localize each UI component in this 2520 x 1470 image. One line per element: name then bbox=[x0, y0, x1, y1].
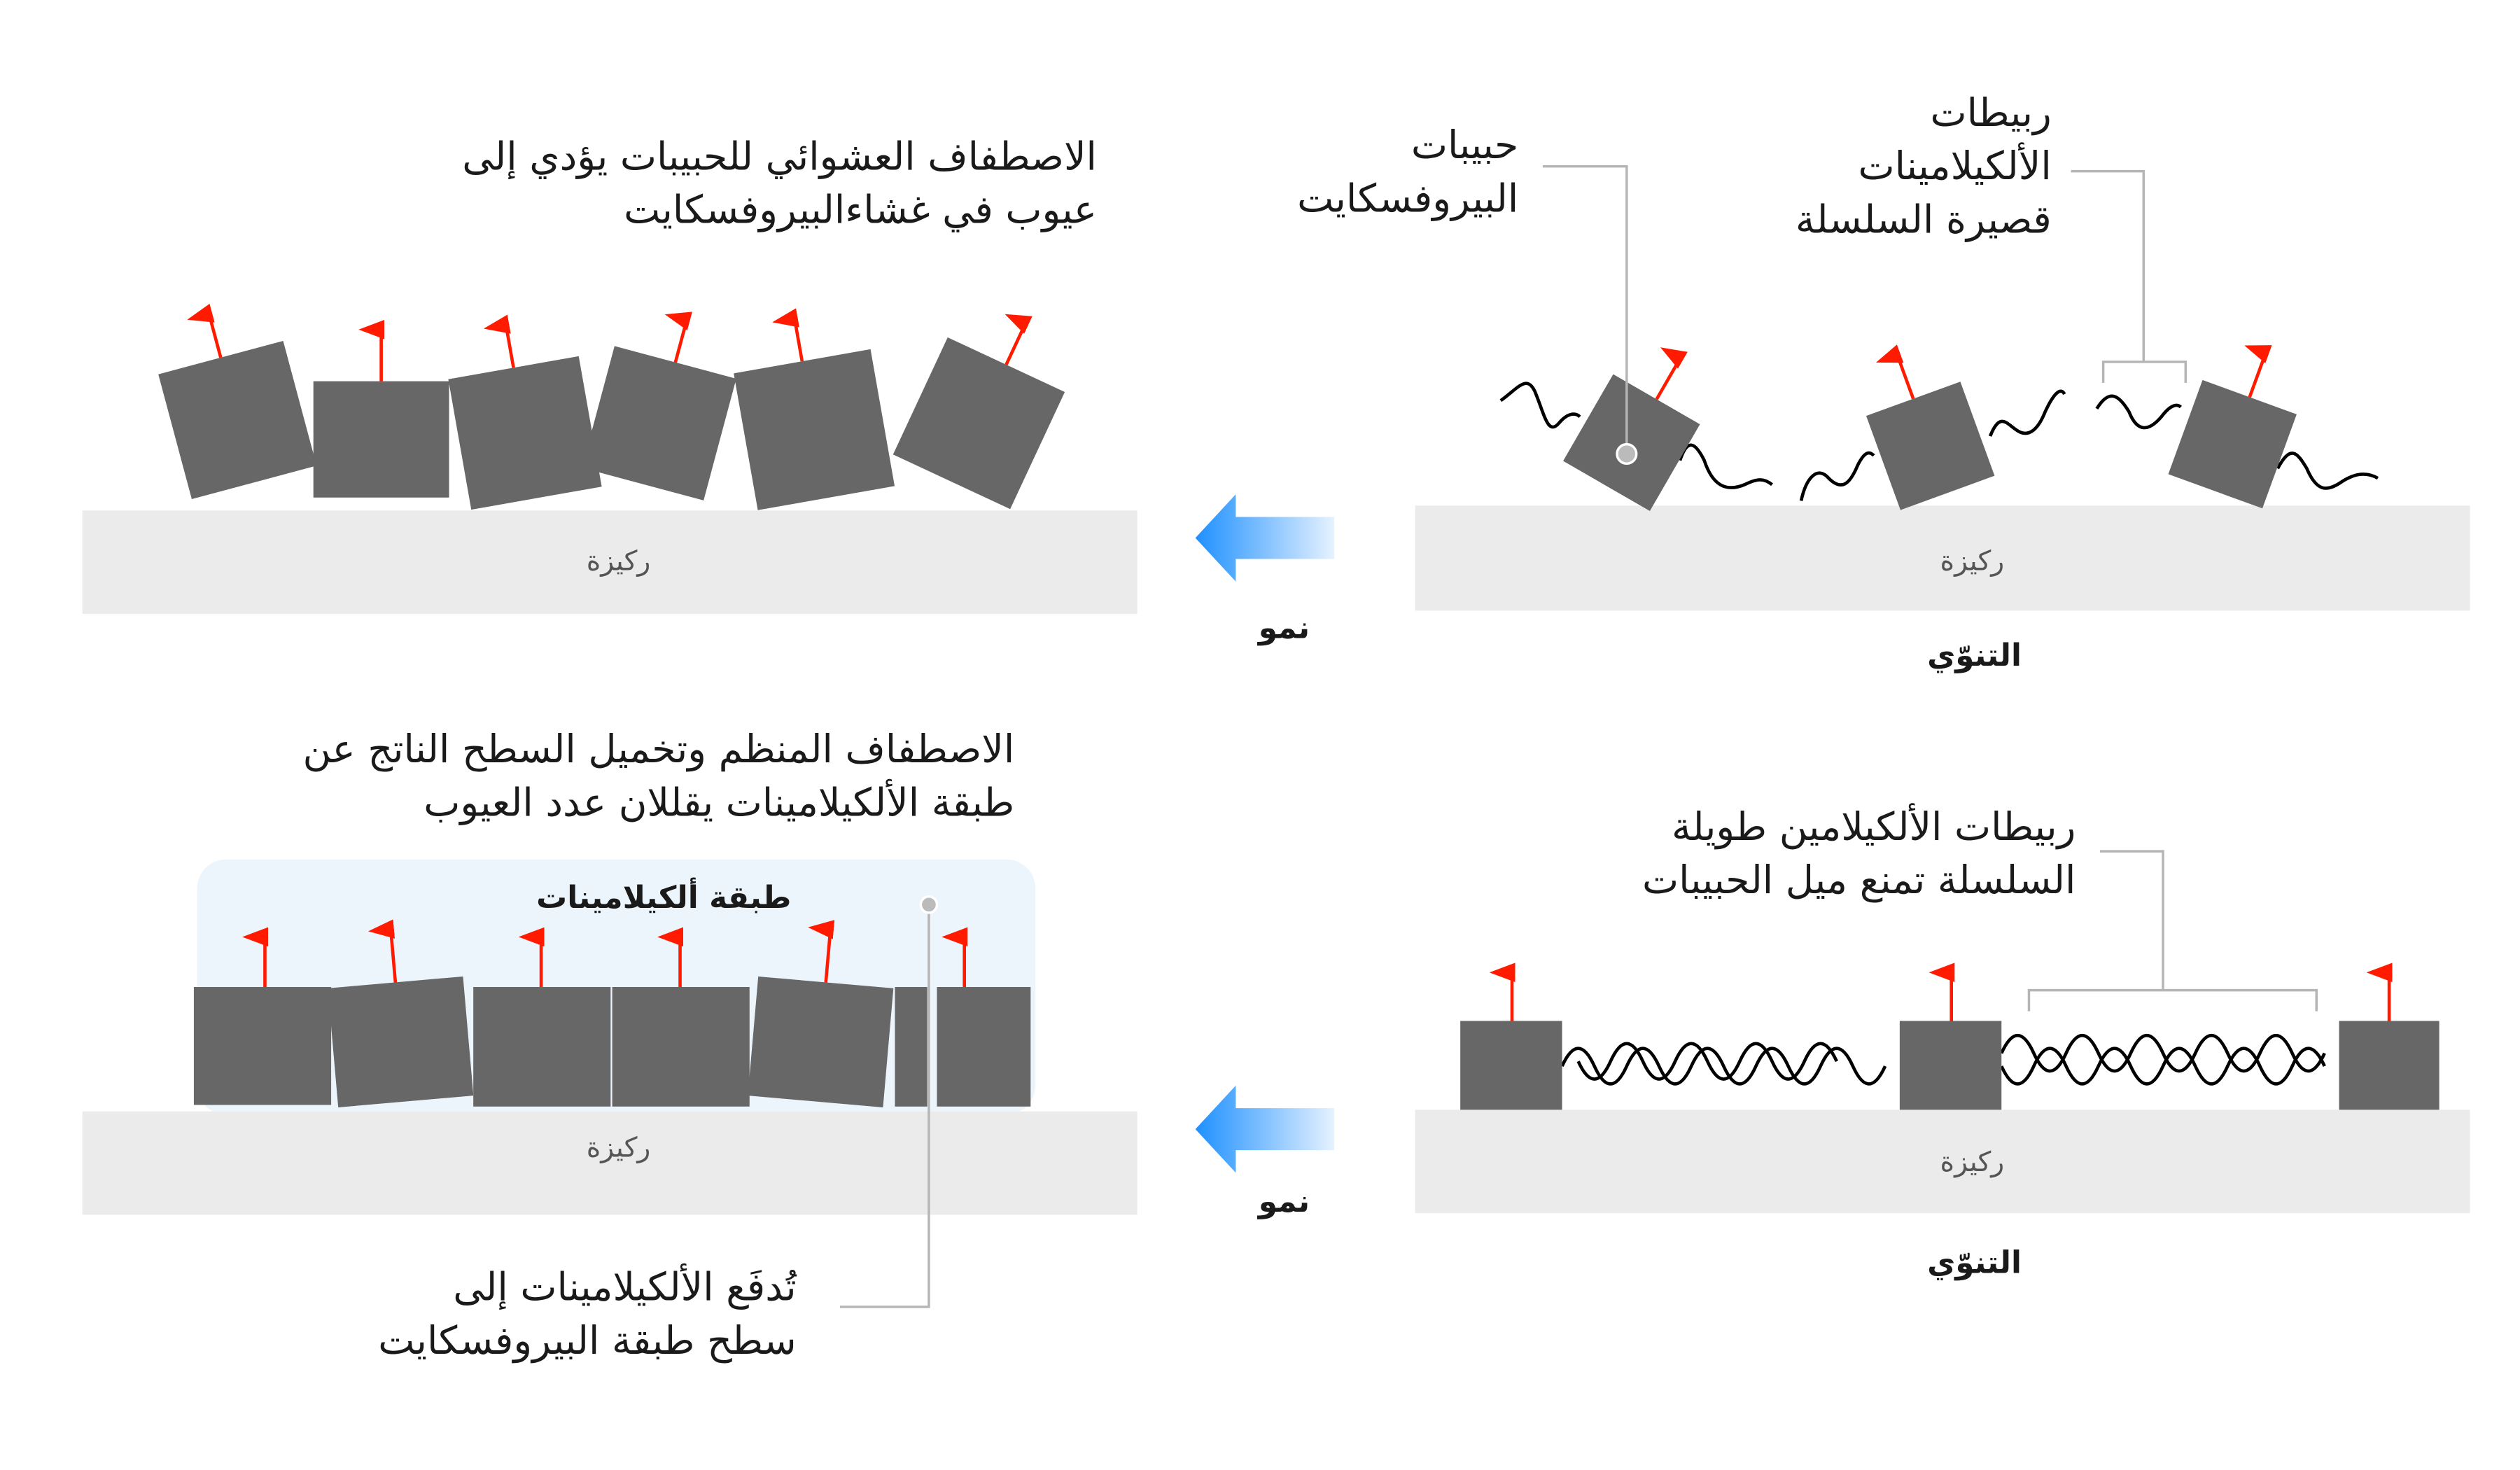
growth-arrow-top bbox=[1195, 494, 1335, 582]
grain bbox=[158, 303, 317, 500]
pushed-alkylamines-label: تُدفَع الألكيلامينات إلى سطح طبقة البيرو… bbox=[378, 1261, 796, 1368]
substrate-top-left bbox=[82, 510, 1138, 614]
label-line: ربيطات الألكيلامين طويلة bbox=[1671, 804, 2076, 850]
grain bbox=[1460, 962, 1562, 1110]
grain bbox=[2339, 962, 2440, 1110]
grain bbox=[892, 314, 1065, 510]
label-line: سطح طبقة البيروفسكايت bbox=[378, 1318, 797, 1364]
grain bbox=[1899, 962, 2002, 1110]
long-ligand-label: ربيطات الألكيلامين طويلة السلسلة تمنع مي… bbox=[1642, 802, 2076, 908]
substrate-label: ركيزة bbox=[586, 1132, 651, 1165]
grain bbox=[2168, 345, 2297, 509]
grain bbox=[328, 919, 474, 1107]
nucleation-label: التنوّي bbox=[1927, 1245, 2022, 1282]
short-ligand-label: ربيطات الألكيلامينات قصيرة السلسلة bbox=[1795, 88, 2052, 247]
growth-label: نمو bbox=[1258, 1184, 1310, 1220]
grain bbox=[448, 314, 602, 510]
leader-lines-bottom-right bbox=[2027, 850, 2318, 1011]
top-left-title: الاصطفاف العشوائي للحبيبات يؤدي إلى عيوب… bbox=[462, 131, 1097, 237]
grain bbox=[1866, 344, 1995, 510]
grain bbox=[612, 927, 750, 1107]
label-line: السلسلة تمنع ميل الحبيبات bbox=[1642, 858, 2076, 904]
nucleation-label: التنوّي bbox=[1927, 638, 2022, 674]
title-line: الاصطفاف العشوائي للحبيبات يؤدي إلى bbox=[462, 134, 1097, 180]
alkylamine-layer-label: طبقة ألكيلامينات bbox=[536, 880, 792, 916]
substrate-bottom-left bbox=[82, 1111, 1138, 1215]
substrate-label: ركيزة bbox=[1940, 1147, 2005, 1180]
label-line: الألكيلامينات bbox=[1858, 144, 2052, 190]
growth-label: نمو bbox=[1258, 610, 1310, 647]
grain bbox=[1563, 347, 1700, 512]
substrate-label: ركيزة bbox=[1940, 546, 2005, 579]
label-line: حبيبات bbox=[1410, 122, 1519, 169]
grain bbox=[734, 308, 895, 510]
grain bbox=[582, 312, 736, 500]
bottom-left-title: الاصطفاف المنظم وتخميل السطح الناتج عن ط… bbox=[303, 724, 1015, 830]
grain bbox=[313, 319, 449, 498]
grain bbox=[895, 927, 1031, 1107]
short-ligands bbox=[1499, 382, 2379, 501]
perovskite-grains-label: حبيبات البيروفسكايت bbox=[1297, 120, 1518, 226]
long-ligands bbox=[1560, 1033, 2326, 1086]
title-line: الاصطفاف المنظم وتخميل السطح الناتج عن bbox=[302, 727, 1015, 773]
substrate-label: ركيزة bbox=[586, 546, 651, 579]
title-line: عيوب في غشاءالبيروفسكايت bbox=[624, 187, 1097, 233]
grain bbox=[473, 927, 611, 1107]
grain bbox=[193, 927, 332, 1105]
grain bbox=[748, 920, 894, 1107]
substrate-top-right bbox=[1415, 505, 2470, 611]
leader-line-bottom-left bbox=[840, 895, 939, 1308]
substrate-bottom-right bbox=[1415, 1110, 2470, 1214]
leader-lines-top bbox=[1542, 164, 2188, 465]
label-line: تُدفَع الألكيلامينات إلى bbox=[453, 1264, 797, 1310]
label-line: ربيطات bbox=[1930, 90, 2052, 136]
growth-arrow-bottom bbox=[1195, 1085, 1335, 1173]
label-line: البيروفسكايت bbox=[1297, 176, 1519, 222]
label-line: قصيرة السلسلة bbox=[1795, 197, 2052, 243]
title-line: طبقة الألكيلامينات يقللان عدد العيوب bbox=[424, 780, 1015, 826]
